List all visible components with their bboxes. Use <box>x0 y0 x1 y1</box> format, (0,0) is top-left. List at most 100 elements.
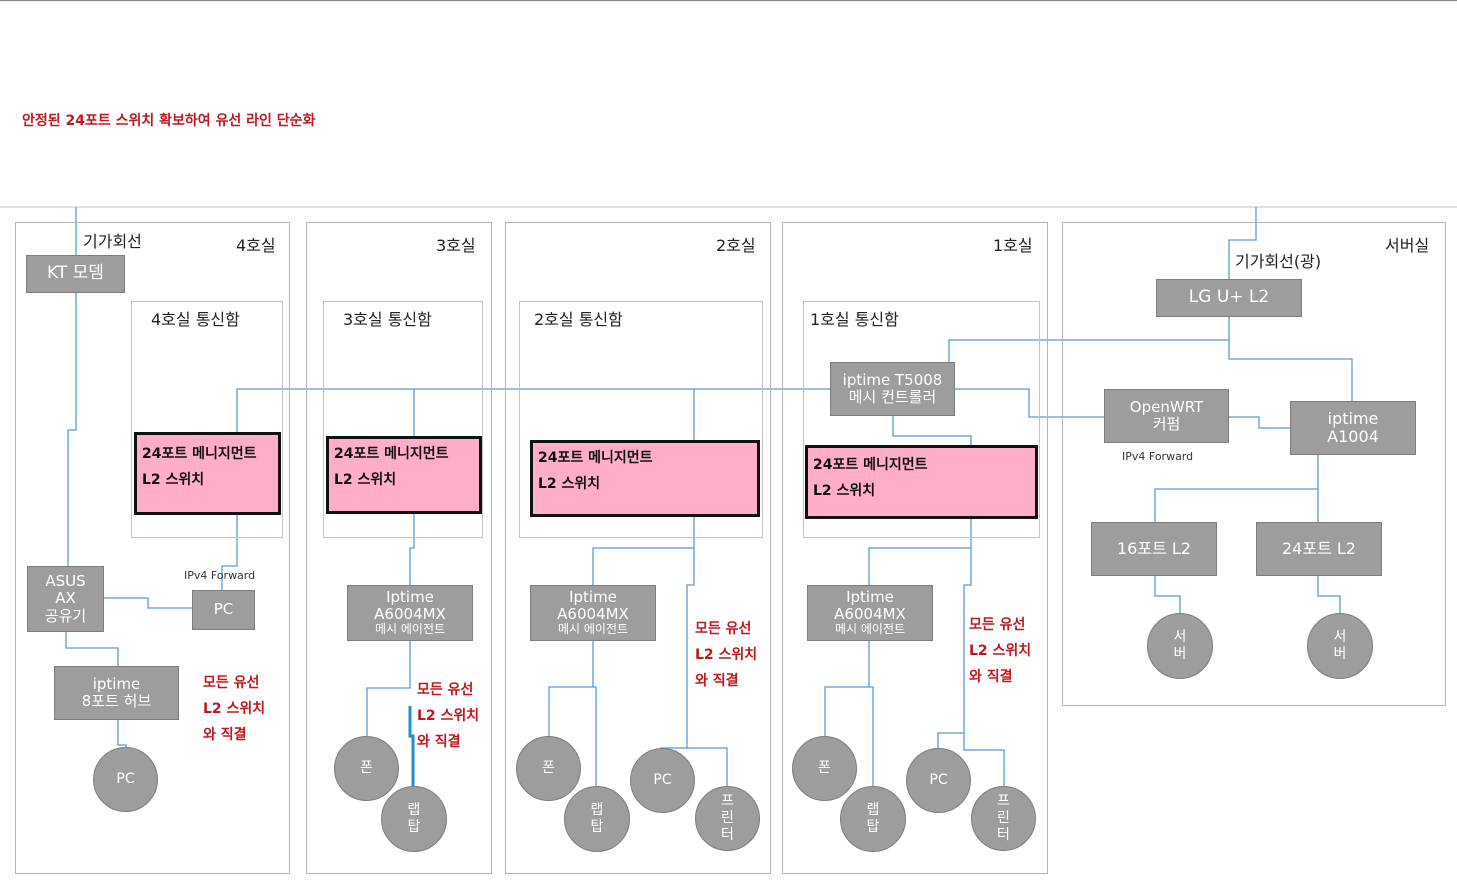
switch-room-3-line2: L2 스위치 <box>334 472 397 488</box>
note-room-1-line1: 모든 유선 <box>969 617 1026 633</box>
controller-line2: 메시 컨트롤러 <box>848 388 937 406</box>
room-4 <box>15 222 290 874</box>
agent-room-3: Iptime A6004MX 메시 에이전트 <box>347 585 473 641</box>
phone-room-3-label: 폰 <box>360 760 373 776</box>
wire-agent-phone1 <box>824 641 870 736</box>
wire-lg-a1004 <box>1228 340 1353 401</box>
switch-room-3-line1: 24포트 메니지먼트 <box>334 446 449 462</box>
wires <box>0 0 1457 786</box>
hub-8port: iptime 8포트 허브 <box>54 666 179 720</box>
wire-24port-server <box>1317 576 1341 613</box>
note-room-2-line2: L2 스위치 <box>695 647 758 663</box>
room-2 <box>505 222 771 874</box>
agent-room-1: Iptime A6004MX 메시 에이전트 <box>807 585 933 641</box>
wire-switch2-printer <box>687 747 728 786</box>
a1004-line1: iptime <box>1327 408 1379 428</box>
closet-4 <box>131 301 283 538</box>
switch-24port: 24포트 L2 <box>1256 522 1382 576</box>
note-room-3: 모든 유선 L2 스위치 와 직결 <box>417 677 479 755</box>
phone-room-3: 폰 <box>334 736 399 801</box>
printer-room-2: 프 린 터 <box>695 786 760 851</box>
agent-room-1-line3: 메시 에이전트 <box>834 622 906 637</box>
wire-agent-laptop2 <box>593 686 597 786</box>
note-room-1: 모든 유선 L2 스위치 와 직결 <box>969 612 1031 690</box>
phone-room-1: 폰 <box>792 736 857 801</box>
wire-agent-phone2 <box>548 641 594 736</box>
note-room-4-line2: L2 스위치 <box>203 701 266 717</box>
agent-room-1-line2: A6004MX <box>834 605 906 624</box>
agent-room-2: Iptime A6004MX 메시 에이전트 <box>530 585 656 641</box>
switch-room-3: 24포트 메니지먼트 L2 스위치 <box>326 436 482 514</box>
wire-lg-controller <box>948 317 1230 362</box>
room-3 <box>306 222 492 874</box>
gigabit-line-label: 기가회선 <box>83 232 142 251</box>
room-3-label: 3호실 <box>436 236 476 255</box>
server-room <box>1062 222 1446 706</box>
note-room-1-line2: L2 스위치 <box>969 643 1032 659</box>
note-room-4-line3: 와 직결 <box>203 727 247 743</box>
switch-16port: 16포트 L2 <box>1091 522 1217 576</box>
printer-room-1-line2: 린 <box>997 810 1010 826</box>
laptop-room-3-line1: 랩 <box>407 802 421 818</box>
server-1-line1: 서 <box>1173 629 1187 645</box>
hub-line1: iptime <box>92 674 141 693</box>
closet-4-label: 4호실 통신함 <box>151 310 240 329</box>
room-1 <box>782 222 1048 874</box>
switch-room-1-line2: L2 스위치 <box>813 483 876 499</box>
wire-backbone <box>236 388 830 433</box>
a1004-line2: A1004 <box>1327 427 1379 446</box>
wire-switch1-pc <box>937 548 972 748</box>
openwrt-line2: 커펌 <box>1152 415 1181 433</box>
switch-room-4-line2: L2 스위치 <box>142 472 205 488</box>
switch-room-4: 24포트 메니지먼트 L2 스위치 <box>134 432 281 515</box>
diagram-title: 안정된 24포트 스위치 확보하여 유선 라인 단순화 <box>22 113 316 129</box>
pc-circle-room-1: PC <box>906 748 971 813</box>
kt-modem-label: KT 모뎀 <box>47 263 104 284</box>
wire-16port-server <box>1154 576 1181 613</box>
pc-circle-room-4: PC <box>93 747 158 812</box>
server-2-line2: 버 <box>1333 646 1347 662</box>
laptop-room-3: 랩 탑 <box>381 786 447 852</box>
wire-switch2-pc <box>660 548 695 749</box>
switch-room-2-line1: 24포트 메니지먼트 <box>538 450 653 466</box>
wire-gigabit-lg <box>1228 207 1257 279</box>
openwrt-router: OpenWRT 커펌 <box>1104 389 1229 443</box>
laptop-room-1-line1: 랩 <box>866 802 880 818</box>
laptop-room-1: 랩 탑 <box>840 786 906 852</box>
pc-circle-room-2-label: PC <box>653 772 672 788</box>
wire-asus-pc <box>104 597 192 609</box>
note-room-2-line3: 와 직결 <box>695 673 739 689</box>
agent-room-2-line2: A6004MX <box>557 605 629 624</box>
note-room-4: 모든 유선 L2 스위치 와 직결 <box>203 670 265 748</box>
pc-circle-room-1-label: PC <box>929 772 948 788</box>
closet-1-label: 1호실 통신함 <box>810 310 899 329</box>
switch-room-1: 24포트 메니지먼트 L2 스위치 <box>805 445 1038 519</box>
printer-room-2-line3: 터 <box>721 827 734 843</box>
printer-room-2-line1: 프 <box>721 793 734 809</box>
phone-room-2: 폰 <box>516 736 581 801</box>
server-room-label: 서버실 <box>1385 236 1430 255</box>
wire-openwrt-a1004 <box>1229 416 1290 429</box>
server-1: 서 버 <box>1147 613 1213 679</box>
laptop-room-2: 랩 탑 <box>564 786 630 852</box>
pc-room-4: PC <box>192 590 255 630</box>
pc-circle-room-2: PC <box>630 748 695 813</box>
printer-room-2-line2: 린 <box>721 810 734 826</box>
agent-room-3-line1: Iptime <box>386 587 434 606</box>
switch-24port-label: 24포트 L2 <box>1282 538 1356 558</box>
switch-room-2-line2: L2 스위치 <box>538 476 601 492</box>
printer-room-1: 프 린 터 <box>971 786 1036 851</box>
note-room-4-line1: 모든 유선 <box>203 675 260 691</box>
laptop-room-3-line2: 탑 <box>407 819 421 835</box>
closet-2-label: 2호실 통신함 <box>534 310 623 329</box>
phone-room-1-label: 폰 <box>818 760 831 776</box>
closet-3-label: 3호실 통신함 <box>343 310 432 329</box>
server-2-line1: 서 <box>1333 629 1347 645</box>
note-room-3-line1: 모든 유선 <box>417 682 474 698</box>
laptop-room-2-line1: 랩 <box>590 802 604 818</box>
wire-agent-laptop3 <box>408 706 415 786</box>
iptime-a1004: iptime A1004 <box>1290 401 1416 455</box>
wire-asus-hub <box>65 632 119 666</box>
note-room-3-line3: 와 직결 <box>417 734 461 750</box>
